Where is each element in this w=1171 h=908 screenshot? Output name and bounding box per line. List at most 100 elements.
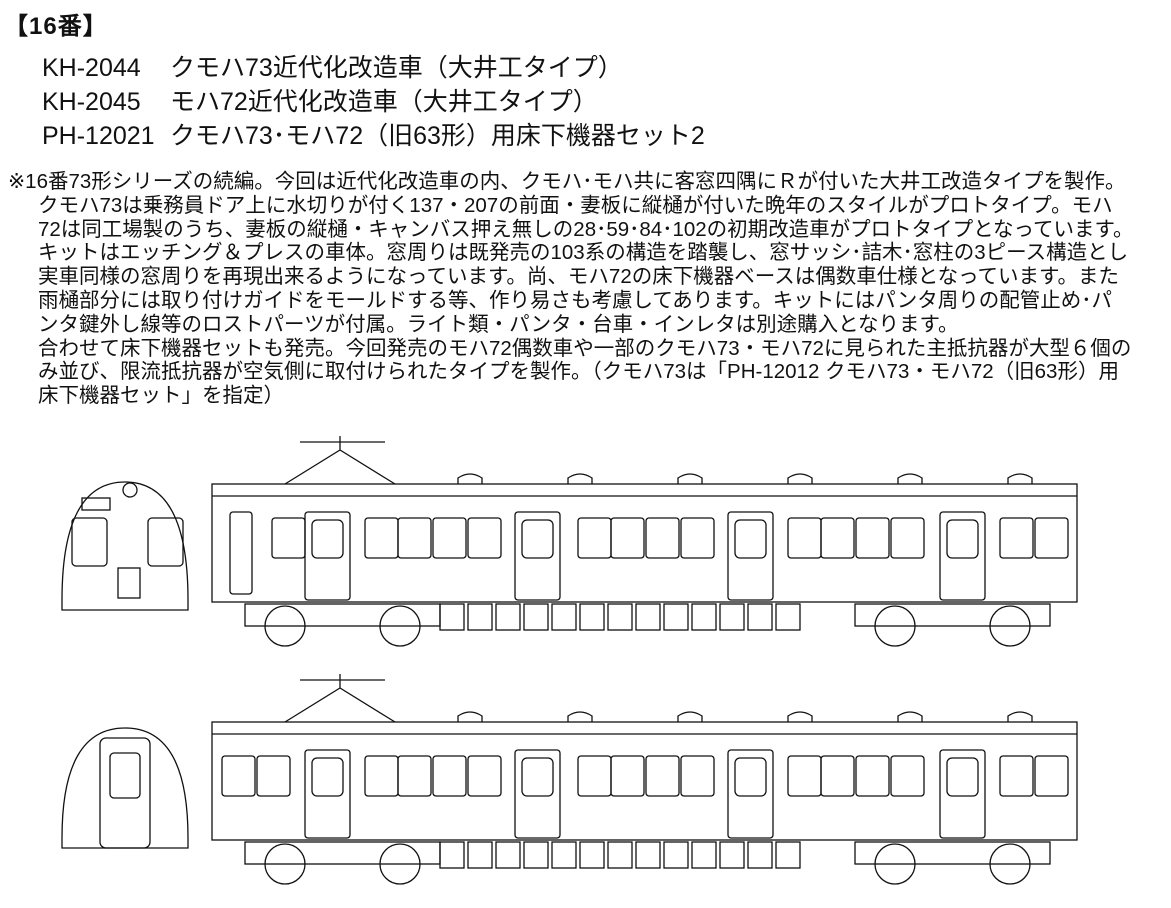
- wheel: [379, 843, 421, 885]
- underfloor-equipment: [439, 603, 465, 631]
- window: [890, 517, 925, 559]
- window: [397, 755, 432, 797]
- underfloor-equipment: [467, 841, 493, 869]
- wheel: [989, 605, 1031, 647]
- underfloor-equipment: [747, 841, 773, 869]
- window: [364, 755, 399, 797]
- underfloor-equipment: [495, 603, 521, 631]
- door-window: [521, 519, 554, 559]
- wheel: [874, 843, 916, 885]
- window: [855, 517, 890, 559]
- window: [432, 517, 467, 559]
- door-window: [311, 519, 344, 559]
- window: [820, 755, 855, 797]
- window: [467, 755, 502, 797]
- roof-vent: [567, 473, 593, 484]
- product-name: モハ72近代化改造車（大井工タイプ）: [170, 88, 598, 116]
- window: [256, 755, 291, 797]
- window: [221, 755, 256, 797]
- underfloor-equipment: [579, 603, 605, 631]
- window: [467, 517, 502, 559]
- underfloor-equipment: [523, 603, 549, 631]
- roof-vent: [457, 473, 483, 484]
- underfloor-equipment: [775, 841, 801, 869]
- product-name: クモハ73近代化改造車（大井工タイプ）: [170, 54, 623, 82]
- bogie-frame: [244, 841, 441, 865]
- door-window: [734, 519, 767, 559]
- front-door-window: [117, 567, 141, 599]
- window: [610, 517, 645, 559]
- window: [890, 755, 925, 797]
- underfloor-equipment: [747, 603, 773, 631]
- description-line: 合わせて床下機器セットも発売。今回発売のモハ72偶数車や一部のクモハ73・モハ7…: [38, 336, 1132, 360]
- underfloor-equipment: [607, 841, 633, 869]
- wheel: [264, 605, 306, 647]
- door-window: [734, 757, 767, 797]
- window: [999, 517, 1034, 559]
- roof-vent: [457, 711, 483, 722]
- window: [645, 755, 680, 797]
- window: [1034, 517, 1069, 559]
- section-title: 【16番】: [4, 13, 108, 40]
- roof-vent: [677, 473, 703, 484]
- roof-vent: [1007, 711, 1033, 722]
- window: [855, 755, 890, 797]
- underfloor-equipment: [719, 841, 745, 869]
- description-line: ※16番73形シリーズの続編。今回は近代化改造車の内、クモハ･モハ共に客窓四隅に…: [8, 170, 1126, 193]
- door-window: [946, 519, 979, 559]
- door-window: [311, 757, 344, 797]
- bogie-frame: [244, 603, 441, 627]
- door: [514, 511, 561, 601]
- roof-vent: [567, 711, 593, 722]
- door: [939, 749, 986, 839]
- underfloor-equipment: [663, 603, 689, 631]
- window: [577, 755, 612, 797]
- window: [432, 755, 467, 797]
- window: [820, 517, 855, 559]
- product-code: PH-12021: [42, 122, 155, 150]
- window: [1034, 755, 1069, 797]
- window: [645, 517, 680, 559]
- product-code: KH-2045: [42, 88, 141, 116]
- window: [680, 755, 715, 797]
- end-door-window: [109, 752, 141, 799]
- underfloor-equipment: [663, 841, 689, 869]
- crew-door: [229, 511, 253, 595]
- car-body: [211, 483, 1078, 603]
- roof-vent: [787, 711, 813, 722]
- door: [727, 511, 774, 601]
- kumoha73-drawing: [61, 436, 1078, 647]
- description-line: 床下機器セット」を指定）: [38, 384, 284, 408]
- description-line: キットはエッチング＆プレスの車体。窓周りは既発売の103系の構造を踏襲し、窓サッ…: [38, 241, 1129, 265]
- underfloor-equipment: [579, 841, 605, 869]
- front-window: [71, 517, 108, 567]
- roof-vent: [787, 473, 813, 484]
- underfloor-equipment: [635, 603, 661, 631]
- door: [939, 511, 986, 601]
- wheel: [379, 605, 421, 647]
- car-body: [211, 721, 1078, 841]
- underfloor-equipment: [775, 603, 801, 631]
- product-line: KH-2045 モハ72近代化改造車（大井工タイプ）: [42, 82, 598, 118]
- underfloor-equipment: [467, 603, 493, 631]
- underfloor-equipment: [635, 841, 661, 869]
- window: [999, 755, 1034, 797]
- description-line: 雨樋部分には取り付けガイドをモールドする等、作り易さも考慮してあります。キットに…: [38, 288, 1112, 312]
- door-window: [946, 757, 979, 797]
- description-line: 実車同様の窓周りを再現出来るようになっています。尚、モハ72の床下機器ベースは偶…: [38, 265, 1120, 289]
- product-line: KH-2044 クモハ73近代化改造車（大井工タイプ）: [42, 48, 623, 84]
- underfloor-equipment: [551, 603, 577, 631]
- bogie-frame: [854, 603, 1051, 627]
- roof-vent: [897, 473, 923, 484]
- door: [304, 749, 351, 839]
- window: [787, 755, 822, 797]
- end-view: [61, 481, 189, 611]
- wheel: [264, 843, 306, 885]
- underfloor-equipment: [551, 841, 577, 869]
- description-line: み並び、限流抵抗器が空気側に取付けられたタイプを製作。（クモハ73は「PH-12…: [38, 360, 1119, 384]
- wheel: [989, 843, 1031, 885]
- product-code: KH-2044: [42, 54, 141, 82]
- front-window: [147, 517, 184, 567]
- underfloor-equipment: [719, 603, 745, 631]
